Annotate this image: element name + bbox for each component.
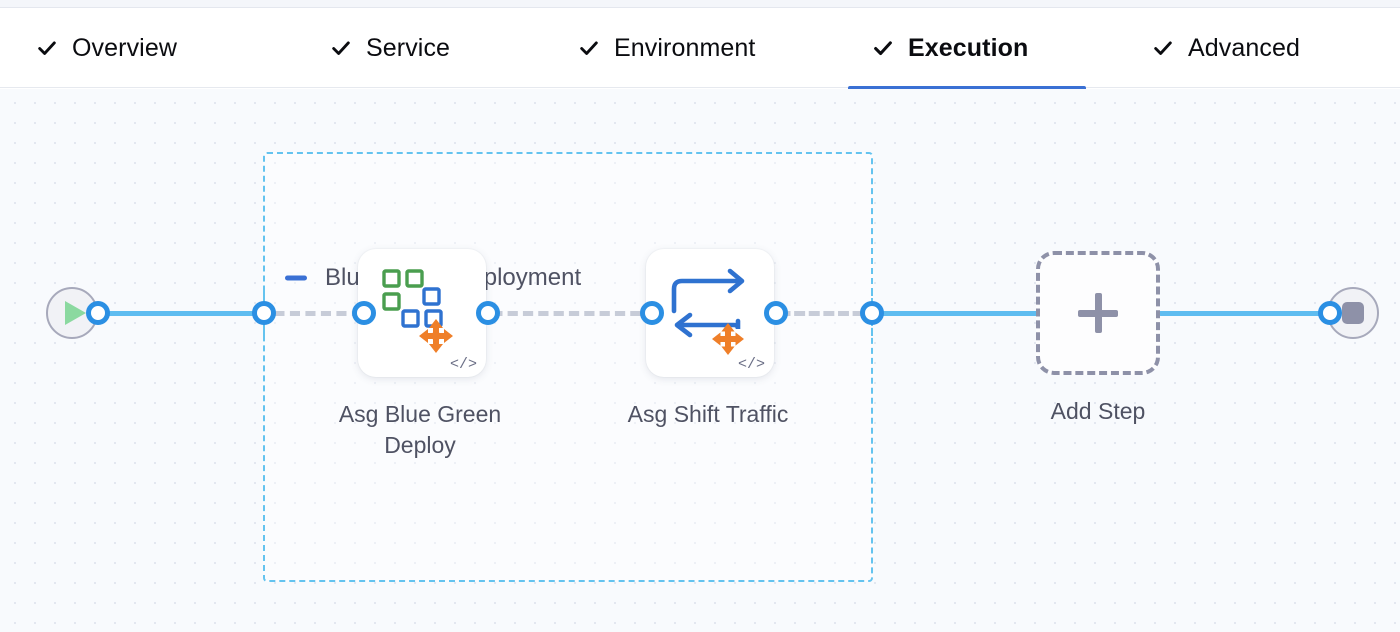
tab-execution[interactable]: Execution [848,8,1086,91]
tab-label: Advanced [1188,33,1300,62]
tab-service[interactable]: Service [330,8,450,88]
step-node-asg-shift-traffic[interactable]: </> [646,249,774,377]
tab-label: Environment [614,33,756,62]
check-icon [38,41,56,55]
tab-active-underline [848,86,1086,91]
tab-label: Execution [908,33,1029,62]
step1-output-port[interactable] [476,301,500,325]
step2-input-port[interactable] [640,301,664,325]
tab-label: Overview [72,33,177,62]
start-node-output-port[interactable] [86,301,110,325]
end-node-input-port[interactable] [1318,301,1342,325]
add-step-button[interactable] [1036,251,1160,375]
step-label-asg-blue-green-deploy: Asg Blue Green Deploy [338,401,502,459]
connector-start-to-group [98,311,268,316]
pipeline-stage-tabs: Overview Service Environment Execution [0,8,1400,91]
minus-icon[interactable] [283,265,309,291]
tab-advanced[interactable]: Advanced [1152,8,1300,88]
step-node-asg-blue-green-deploy[interactable]: </> [358,249,486,377]
connector-group-to-step1 [272,311,364,316]
tab-label: Service [366,33,451,62]
asg-blue-green-deploy-icon [382,269,453,353]
check-icon [874,41,892,56]
connector-addstep-to-end [1158,311,1328,316]
tab-environment[interactable]: Environment [578,8,755,88]
check-icon [332,41,350,55]
check-icon [1154,41,1172,55]
tab-overview[interactable]: Overview [36,8,177,88]
group-output-port[interactable] [860,301,884,325]
connector-step1-to-step2 [490,311,650,316]
step1-input-port[interactable] [352,301,376,325]
connector-step2-to-group [778,311,872,316]
check-icon [580,41,598,55]
stage-group-blue-green-deployment[interactable] [263,152,873,582]
group-input-port[interactable] [252,301,276,325]
connector-group-to-addstep [878,311,1040,316]
pipeline-canvas[interactable]: Blue Green Deployment [0,89,1400,632]
plus-icon-vertical [1094,293,1102,333]
step-label-asg-shift-traffic: Asg Shift Traffic [627,401,789,427]
step2-output-port[interactable] [764,301,788,325]
play-icon [64,301,86,325]
stop-icon [1342,302,1364,324]
code-icon: </> [737,356,765,373]
code-icon: </> [449,356,477,373]
window-top-strip [0,0,1400,8]
asg-shift-traffic-icon [671,268,745,355]
add-step-label: Add Step [1050,398,1146,424]
